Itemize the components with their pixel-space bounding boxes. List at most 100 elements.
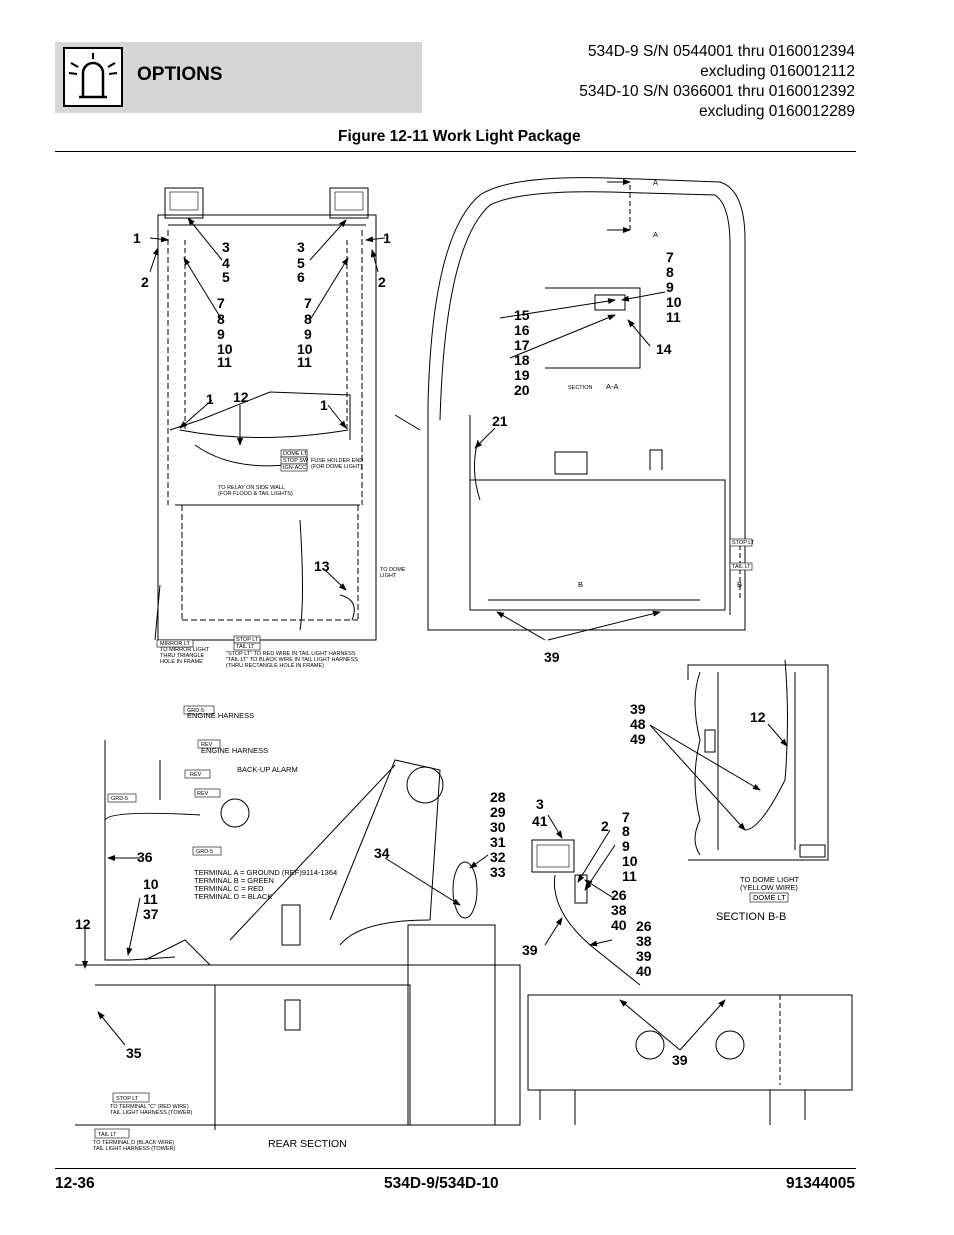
backup-alarm-label: BACK-UP ALARM [237,765,298,774]
mirror-note: TO MIRROR LIGHT [160,647,210,653]
callout-29: 29 [490,804,506,820]
rear-section-view [75,740,521,1130]
callout-6: 6 [297,269,305,285]
callout-32: 32 [490,849,506,865]
callout-3: 3 [536,796,544,812]
cab-side-view [394,177,746,631]
serial-line: excluding 0160012289 [699,103,855,120]
fuse-holder-label: (FOR DOME LIGHT) [311,464,362,470]
callout-34: 34 [374,845,390,861]
grd5-label: GRD-5 [196,849,213,855]
divider [55,1168,856,1169]
callout-9: 9 [622,838,630,854]
serial-line: 534D-9 S/N 0544001 thru 0160012394 [587,43,855,60]
callout-21: 21 [492,413,508,429]
section-bb-label: SECTION B-B [716,911,786,923]
callout-12: 12 [75,916,91,932]
mirror-note: THRU TRIANGLE [160,653,205,659]
callout-49: 49 [630,731,646,747]
callout-9: 9 [217,326,225,342]
callout-10: 10 [217,341,233,357]
rev-label: REV [190,772,202,778]
page-number: 12-36 [55,1175,95,1192]
terminal-c-note: TO TERMINAL "C" (RED WIRE) [110,1104,189,1110]
callout-19: 19 [514,367,530,383]
callout-35: 35 [126,1045,142,1061]
doc-number: 91344005 [786,1175,855,1192]
callout-3: 3 [297,239,305,255]
callout-16: 16 [514,322,530,338]
serial-range: 534D-9 S/N 0544001 thru 0160012394 exclu… [579,42,855,122]
to-dome-light-label: (YELLOW WIRE) [740,883,798,892]
tail-lt-label: TAIL LT [732,564,751,570]
callout-9: 9 [304,326,312,342]
callout-39: 39 [636,948,652,964]
callout-5: 5 [297,255,305,271]
callout-11: 11 [297,354,312,370]
terminal-c-label: TERMINAL C = RED [194,884,264,893]
callout-8: 8 [304,311,312,327]
callout-20: 20 [514,382,530,398]
section-label: SECTION [568,385,592,391]
callout-1: 1 [206,391,214,407]
callout-9: 9 [666,279,674,295]
callout-28: 28 [490,789,506,805]
figure-title: Figure 12-11 Work Light Package [338,128,581,145]
terminal-b-label: TERMINAL B = GREEN [194,876,274,885]
callout-33: 33 [490,864,506,880]
callout-11: 11 [622,868,637,884]
cab-rear-view [154,187,377,641]
callout-39: 39 [544,649,560,665]
to-dome-light-label: TO DOME LIGHT [740,875,799,884]
terminal-c-note: TAIL LIGHT HARNESS (TOWER) [110,1110,192,1116]
section-title: OPTIONS [137,64,223,85]
callout-8: 8 [622,823,630,839]
callout-31: 31 [490,834,506,850]
callout-11: 11 [143,891,158,907]
callout-11: 11 [217,354,232,370]
callout-36: 36 [137,849,153,865]
serial-line: excluding 0160012112 [700,63,855,80]
section-bb-view [687,659,829,861]
stop-lt-label: STOP LT [732,540,755,546]
to-dome-label: LIGHT [380,573,397,579]
callout-11: 11 [666,309,681,325]
callout-48: 48 [630,716,646,732]
terminal-d-note: TAIL LIGHT HARNESS (TOWER) [93,1146,175,1152]
engine-harness-label: ENGINE HARNESS [187,711,254,720]
callout-10: 10 [297,341,313,357]
callout-5: 5 [222,269,230,285]
terminal-d-label: TERMINAL D = BLACK [194,892,272,901]
divider [55,151,856,152]
callout-7: 7 [666,249,674,265]
serial-line: 534D-10 S/N 0366001 thru 0160012392 [579,83,855,100]
dome-lt-label: DOME LT [753,893,786,902]
callout-18: 18 [514,352,530,368]
engine-harness-label: ENGINE HARNESS [201,746,268,755]
callout-7: 7 [304,295,312,311]
mirror-note: HOLE IN FRAME [160,659,203,665]
stop-sw-label: STOP SW [283,458,309,464]
dome-lt-label: DOME LT [283,451,308,457]
work-light-icon [63,47,123,107]
callout-38: 38 [636,933,652,949]
ign-acc-label: IGN-ACC [283,465,306,471]
stop-note: "STOP LT" TO RED WIRE IN TAIL LIGHT HARN… [226,651,356,657]
grd5-label: GRD-5 [111,796,128,802]
section-a-marker: A [653,230,658,239]
callout-26: 26 [611,887,627,903]
section-aa-label: A-A [606,382,619,391]
callout-12: 12 [233,389,249,405]
stop-lt-label: STOP LT [116,1096,139,1102]
tail-lt-label: TAIL LT [236,644,255,650]
callout-10: 10 [143,876,159,892]
section-a-marker: A [653,178,658,187]
rev-label: REV [201,742,213,748]
tail-lt-label: TAIL LT [98,1132,117,1138]
callout-4: 4 [222,255,230,271]
terminal-d-note: TO TERMINAL D (BLACK WIRE) [93,1140,174,1146]
relay-label: TO RELAY ON SIDE WALL [218,485,285,491]
rear-light-view [527,839,853,1125]
fuse-holder-label: FUSE HOLDER END [311,458,363,464]
